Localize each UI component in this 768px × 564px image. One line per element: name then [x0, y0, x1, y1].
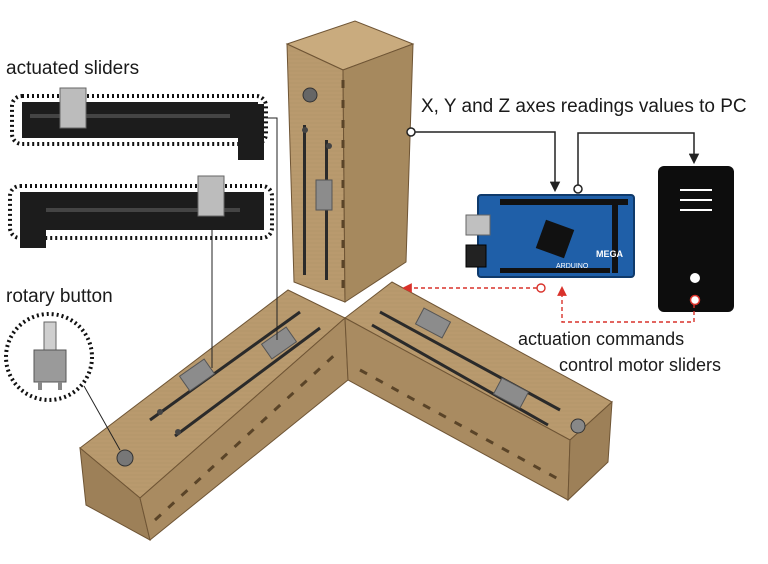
right-arm [344, 281, 613, 502]
board-brand-text: ARDUINO [556, 263, 589, 270]
label-control-motor-sliders: control motor sliders [559, 355, 722, 375]
slider-inset-top [10, 87, 268, 160]
leader-lines [83, 117, 278, 451]
connector-black-axes [406, 127, 700, 194]
slider-inset-bottom [8, 175, 274, 248]
label-actuation-commands: actuation commands [518, 329, 685, 349]
label-rotary-button: rotary button [6, 286, 113, 307]
board-model-text: MEGA [596, 249, 624, 259]
rotary-button-inset [4, 312, 94, 402]
label-axes-readings: X, Y and Z axes readings values to PC [421, 96, 747, 117]
connector-red-actuation [402, 283, 695, 323]
wooden-structure [79, 20, 613, 541]
arduino-mega-board: ARDUINO MEGA [465, 194, 635, 278]
label-actuated-sliders: actuated sliders [6, 58, 140, 79]
left-arm [79, 289, 349, 541]
vertical-tower [285, 20, 415, 303]
pc-tower-icon [658, 166, 734, 312]
